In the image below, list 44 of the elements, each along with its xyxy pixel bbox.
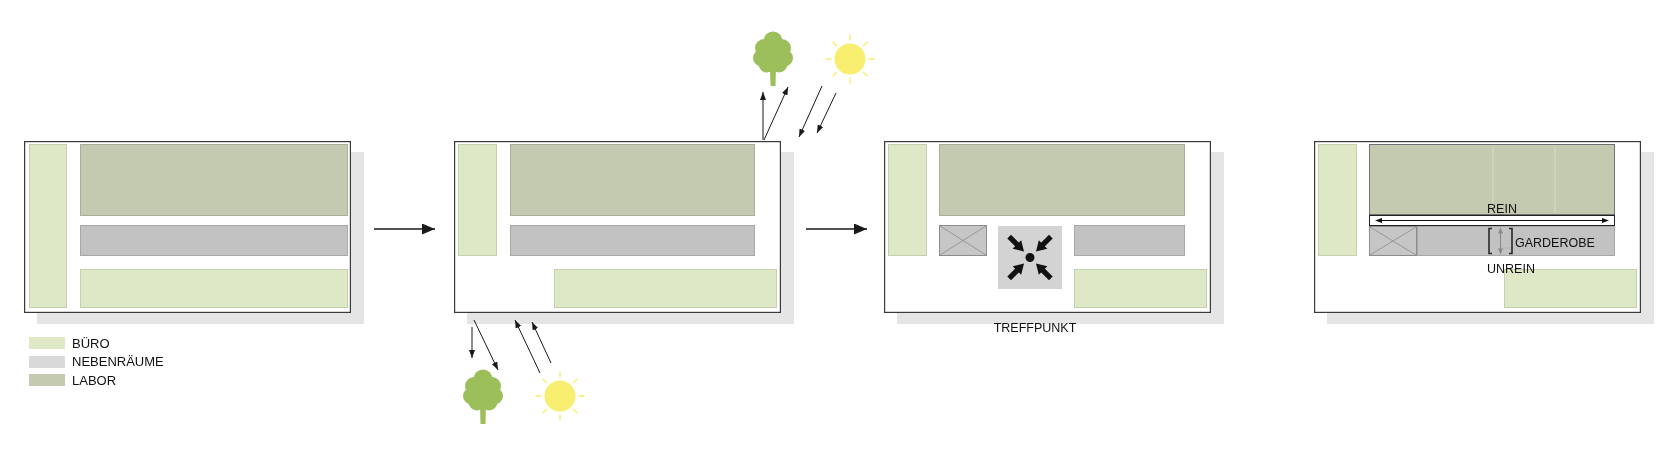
floor-plan: [24, 141, 364, 324]
ancillary-zone: [1074, 225, 1185, 256]
legend-label: NEBENRÄUME: [72, 355, 164, 368]
office-zone: [888, 144, 927, 256]
tree-icon: [752, 31, 794, 86]
ancillary-zone: [80, 225, 348, 256]
sun-icon: [825, 34, 875, 84]
legend-label: LABOR: [72, 373, 117, 387]
lab-zone: [510, 144, 755, 216]
office-zone: [554, 269, 777, 308]
office-zone: [80, 269, 348, 308]
tree-icon: [462, 369, 504, 424]
floor-plan: [454, 141, 794, 324]
arrow: [473, 319, 499, 371]
lab-zone: [80, 144, 348, 216]
lab-zone: [1369, 144, 1615, 215]
floor-plan: [1314, 141, 1654, 324]
arrow: [763, 86, 789, 141]
office-zone: [458, 144, 497, 256]
ancillary-zone: [1417, 226, 1615, 256]
shaft-symbol: [1369, 226, 1417, 256]
corridor-strip: [1369, 215, 1615, 226]
arrow: [373, 223, 436, 235]
arrow: [514, 319, 541, 374]
zone-label: UNREIN: [1487, 262, 1535, 275]
arrow: [798, 85, 823, 138]
legend-label: BÜRO: [72, 336, 110, 350]
meeting-point-area: [998, 226, 1062, 289]
arrow: [469, 326, 475, 359]
zone-label: TREFFPUNKT: [993, 322, 1077, 335]
zone-label: REIN: [1487, 202, 1517, 215]
arrow: [816, 92, 837, 134]
office-zone: [1074, 269, 1207, 308]
shaft-symbol: [939, 225, 987, 256]
sun-icon: [535, 371, 585, 421]
zone-label: GARDEROBE: [1515, 237, 1595, 250]
office-zone: [1318, 144, 1357, 256]
arrow: [805, 223, 868, 235]
office-zone: [29, 144, 67, 308]
arrow: [531, 321, 552, 364]
floor-plan: [884, 141, 1224, 324]
lab-zone: [939, 144, 1185, 216]
ancillary-zone: [510, 225, 755, 256]
arrow: [760, 91, 766, 141]
